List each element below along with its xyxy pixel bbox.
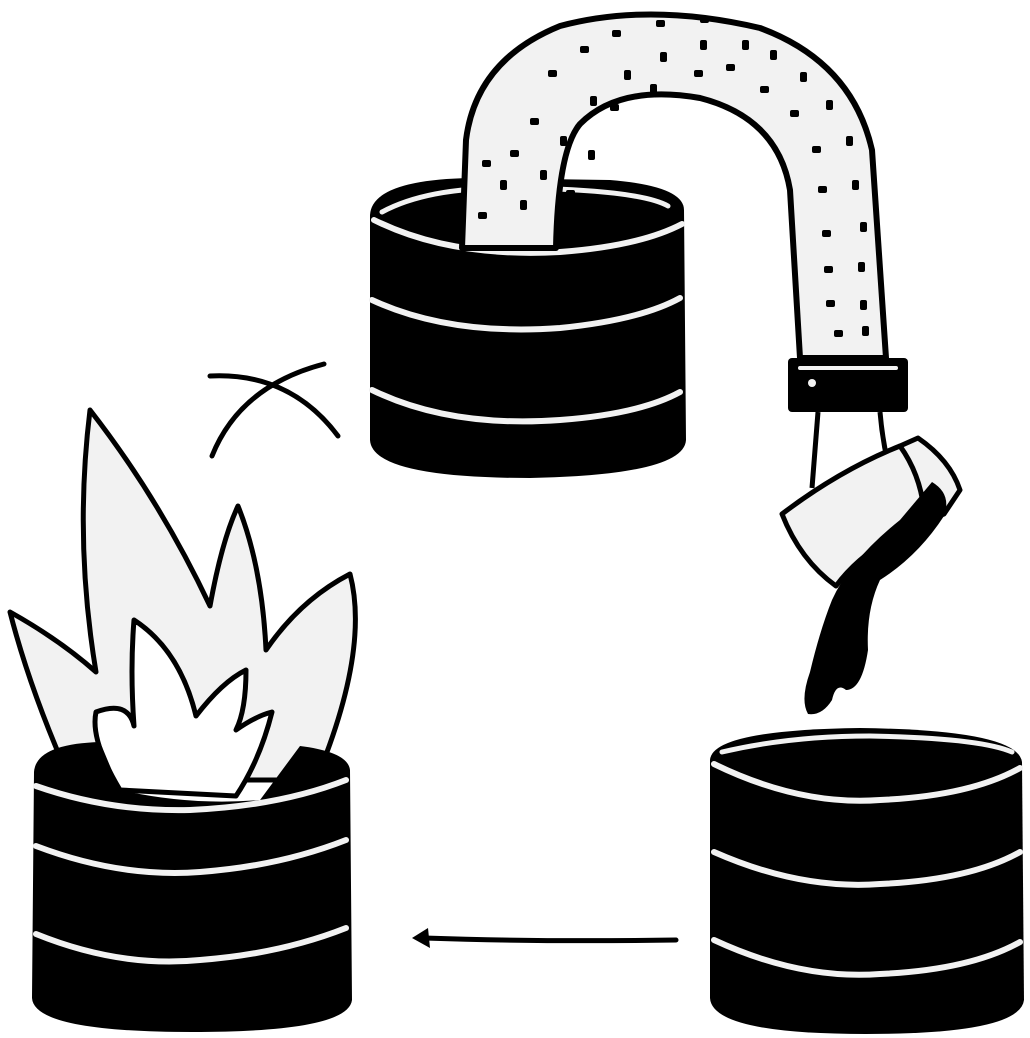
hose-dot bbox=[650, 84, 657, 94]
hose-dot bbox=[500, 180, 507, 190]
target-db-rim bbox=[719, 733, 1015, 755]
hose bbox=[459, 11, 908, 412]
target-database bbox=[710, 728, 1024, 1034]
hose-dot bbox=[520, 200, 527, 210]
hose-dot bbox=[540, 170, 547, 180]
hose-dot bbox=[818, 186, 827, 193]
target-db-body bbox=[710, 728, 1024, 1034]
hose-dot bbox=[770, 50, 777, 60]
hose-dot bbox=[790, 110, 799, 117]
hose-dot bbox=[824, 266, 833, 273]
hose-dot bbox=[478, 212, 487, 219]
hose-dot bbox=[560, 136, 567, 146]
target-db-band-3 bbox=[711, 937, 1023, 978]
hose-texture bbox=[478, 16, 869, 337]
hose-dot bbox=[822, 230, 831, 237]
source-db-band-1 bbox=[371, 217, 685, 256]
arrow-left bbox=[412, 928, 679, 948]
hose-dot bbox=[812, 146, 821, 153]
target-db-band-2 bbox=[711, 849, 1023, 888]
hose-dot bbox=[860, 222, 867, 232]
hose-dot bbox=[700, 40, 707, 50]
hose-dot bbox=[742, 40, 749, 50]
hose-clamp bbox=[788, 358, 908, 412]
hose-dot bbox=[656, 20, 665, 27]
hose-dot bbox=[482, 160, 491, 167]
hose-dot bbox=[852, 180, 859, 190]
arrow-shaft bbox=[421, 935, 679, 944]
hose-dot bbox=[858, 262, 865, 272]
cross-stroke-2 bbox=[209, 361, 327, 459]
hose-dot bbox=[660, 52, 667, 62]
burning-database bbox=[32, 742, 352, 1032]
hose-dot bbox=[566, 190, 575, 197]
hose-dot bbox=[860, 300, 867, 310]
source-db-band-3 bbox=[369, 387, 683, 425]
hose-dot bbox=[694, 70, 703, 77]
hose-dot bbox=[834, 330, 843, 337]
hose-dot bbox=[700, 16, 709, 23]
fire-inner-flame bbox=[92, 617, 275, 799]
hose-dot bbox=[826, 100, 833, 110]
hose-dot bbox=[548, 70, 557, 77]
hose-dot bbox=[590, 96, 597, 106]
hose-dot bbox=[588, 150, 595, 160]
hose-dot bbox=[846, 136, 853, 146]
fire-outer-flame bbox=[7, 407, 358, 783]
burning-db-band-2 bbox=[33, 837, 349, 876]
hose-dot bbox=[826, 300, 835, 307]
target-db-band-1 bbox=[711, 761, 1023, 804]
hose-clamp-rivet bbox=[808, 379, 816, 387]
hose-dot bbox=[530, 118, 539, 125]
arrow-head bbox=[412, 928, 430, 948]
source-db-band-2 bbox=[369, 295, 683, 333]
burning-db-band-3 bbox=[33, 925, 349, 965]
hose-dot bbox=[862, 326, 869, 336]
liquid-stream bbox=[804, 482, 947, 715]
hose-dot bbox=[612, 30, 621, 37]
hose-dot bbox=[800, 72, 807, 82]
burning-db-body bbox=[32, 742, 352, 1032]
hose-tube bbox=[459, 11, 889, 361]
hose-dot bbox=[726, 64, 735, 71]
burning-db-band-1 bbox=[33, 777, 349, 814]
hose-dot bbox=[610, 104, 619, 111]
cup-group bbox=[779, 411, 963, 589]
hose-dot bbox=[760, 86, 769, 93]
hose-dot bbox=[624, 70, 631, 80]
fire bbox=[7, 407, 358, 799]
hose-dot bbox=[580, 46, 589, 53]
hose-dot bbox=[510, 150, 519, 157]
cross-stroke-1 bbox=[207, 373, 341, 439]
cross-mark bbox=[207, 361, 341, 459]
